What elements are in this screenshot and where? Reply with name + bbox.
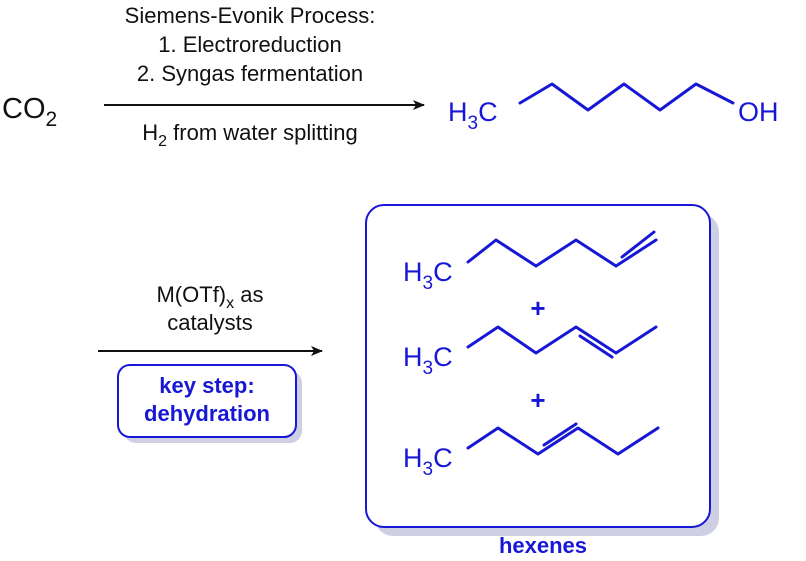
hexene-2-double-bond bbox=[578, 334, 614, 359]
hexene-2-methyl-label: H3C bbox=[403, 342, 453, 379]
key-step-label: key step: bbox=[159, 373, 254, 398]
step-electroreduction: 1. Electroreduction bbox=[158, 32, 341, 57]
hexenes-box-frame bbox=[365, 204, 711, 528]
arrow-1-conditions: Siemens-Evonik Process: 1. Electroreduct… bbox=[104, 3, 425, 150]
hexene-2-carbon-chain bbox=[466, 325, 658, 355]
hexene-1-double-bond bbox=[620, 230, 656, 259]
key-step-value: dehydration bbox=[144, 401, 270, 426]
hydrogen-source: H2 from water splitting bbox=[142, 120, 358, 150]
plus-sign-1: + bbox=[530, 293, 545, 323]
hexene-1-methyl-label: H3C bbox=[403, 257, 453, 294]
hexanol-structure: H3C OH bbox=[448, 82, 779, 134]
reactant-co2: CO2 bbox=[2, 93, 57, 131]
hexanol-carbon-chain bbox=[518, 82, 735, 112]
catalyst-label: catalysts bbox=[167, 310, 253, 335]
hexenes-box: H3C + H3C + H3C bbox=[365, 204, 719, 536]
hexene-1-carbon-chain bbox=[466, 238, 658, 268]
key-step-box bbox=[117, 364, 297, 438]
catalyst-formula: M(OTf)x as bbox=[156, 282, 263, 312]
process-title: Siemens-Evonik Process: bbox=[125, 3, 376, 28]
hexene-3-double-bond bbox=[542, 422, 578, 447]
hexanol-hydroxyl-label: OH bbox=[738, 97, 779, 127]
plus-sign-2: + bbox=[530, 385, 545, 415]
step-syngas-fermentation: 2. Syngas fermentation bbox=[137, 61, 363, 86]
hexenes-caption: hexenes bbox=[499, 533, 587, 558]
hexanol-methyl-label: H3C bbox=[448, 97, 498, 134]
hexene-3-methyl-label: H3C bbox=[403, 443, 453, 480]
arrow-2-conditions: M(OTf)x as catalysts key step: dehydrati… bbox=[98, 282, 323, 443]
hexene-3-carbon-chain bbox=[466, 426, 660, 456]
